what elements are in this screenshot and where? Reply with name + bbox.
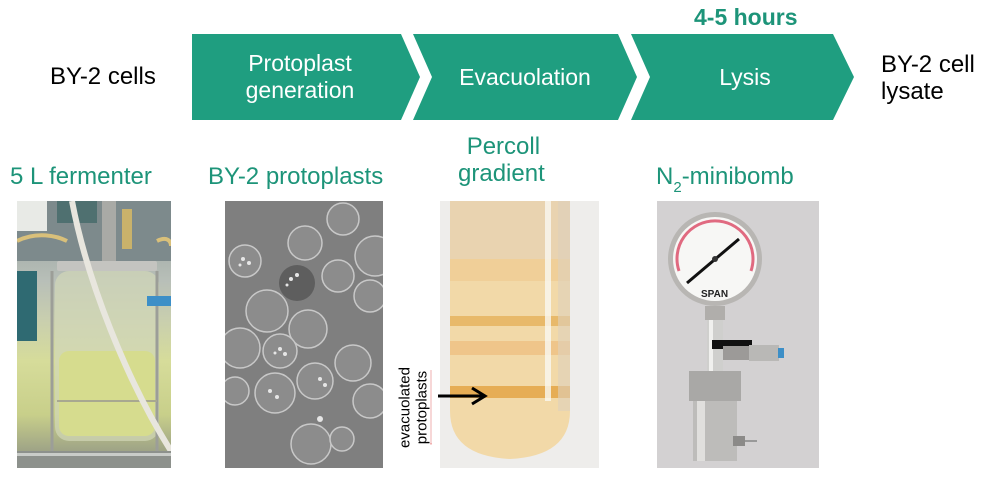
step-label: Lysis (719, 63, 771, 90)
annotation-text: evacuolated protoplasts (397, 343, 432, 473)
step-lysis: Lysis (645, 34, 845, 120)
n2-minibomb-photo: SPAN (657, 201, 819, 468)
process-arrows (192, 34, 854, 120)
gradient-tube (440, 201, 599, 468)
annotation-line1: evacuolated (396, 367, 414, 448)
arrow-right-icon (438, 386, 488, 406)
step-label: Evacuolation (459, 63, 591, 90)
protoplast-cells (225, 202, 383, 465)
end-label: BY-2 cell lysate (881, 51, 975, 105)
fermenter-photo (17, 201, 171, 468)
step-arrow-protoplast-generation (192, 34, 420, 120)
fermenter-illustration (17, 201, 171, 468)
end-label-line2: lysate (881, 78, 944, 105)
step-protoplast-generation: Protoplast generation (200, 34, 400, 120)
caption-percoll-gradient: Percoll gradient (458, 133, 545, 187)
caption-n2-minibomb: N2-minibomb (656, 163, 794, 196)
gauge-brand: SPAN (701, 289, 728, 300)
evacuolated-protoplasts-annotation: evacuolated protoplasts (389, 340, 439, 470)
step-label-line1: Protoplast (248, 50, 352, 76)
step-evacuolation: Evacuolation (425, 34, 625, 120)
step-label-line2: generation (245, 77, 355, 103)
percoll-gradient-tube-photo (440, 201, 599, 468)
caption-n: N (656, 163, 674, 190)
minibomb-illustration: SPAN (668, 212, 784, 461)
annotation-line2: protoplasts (413, 370, 432, 445)
caption-line2: gradient (458, 160, 545, 187)
duration-label: 4-5 hours (694, 4, 798, 30)
caption-rest: -minibomb (681, 163, 794, 190)
caption-subscript: 2 (673, 179, 682, 196)
end-label-line1: BY-2 cell (881, 51, 975, 78)
caption-protoplasts: BY-2 protoplasts (208, 163, 384, 190)
step-arrow-lysis (631, 34, 854, 120)
start-label: BY-2 cells (50, 63, 156, 90)
protoplasts-micrograph (225, 201, 383, 468)
step-arrow-evacuolation (413, 34, 637, 120)
caption-fermenter: 5 L fermenter (10, 163, 152, 190)
caption-line1: Percoll (466, 133, 541, 160)
